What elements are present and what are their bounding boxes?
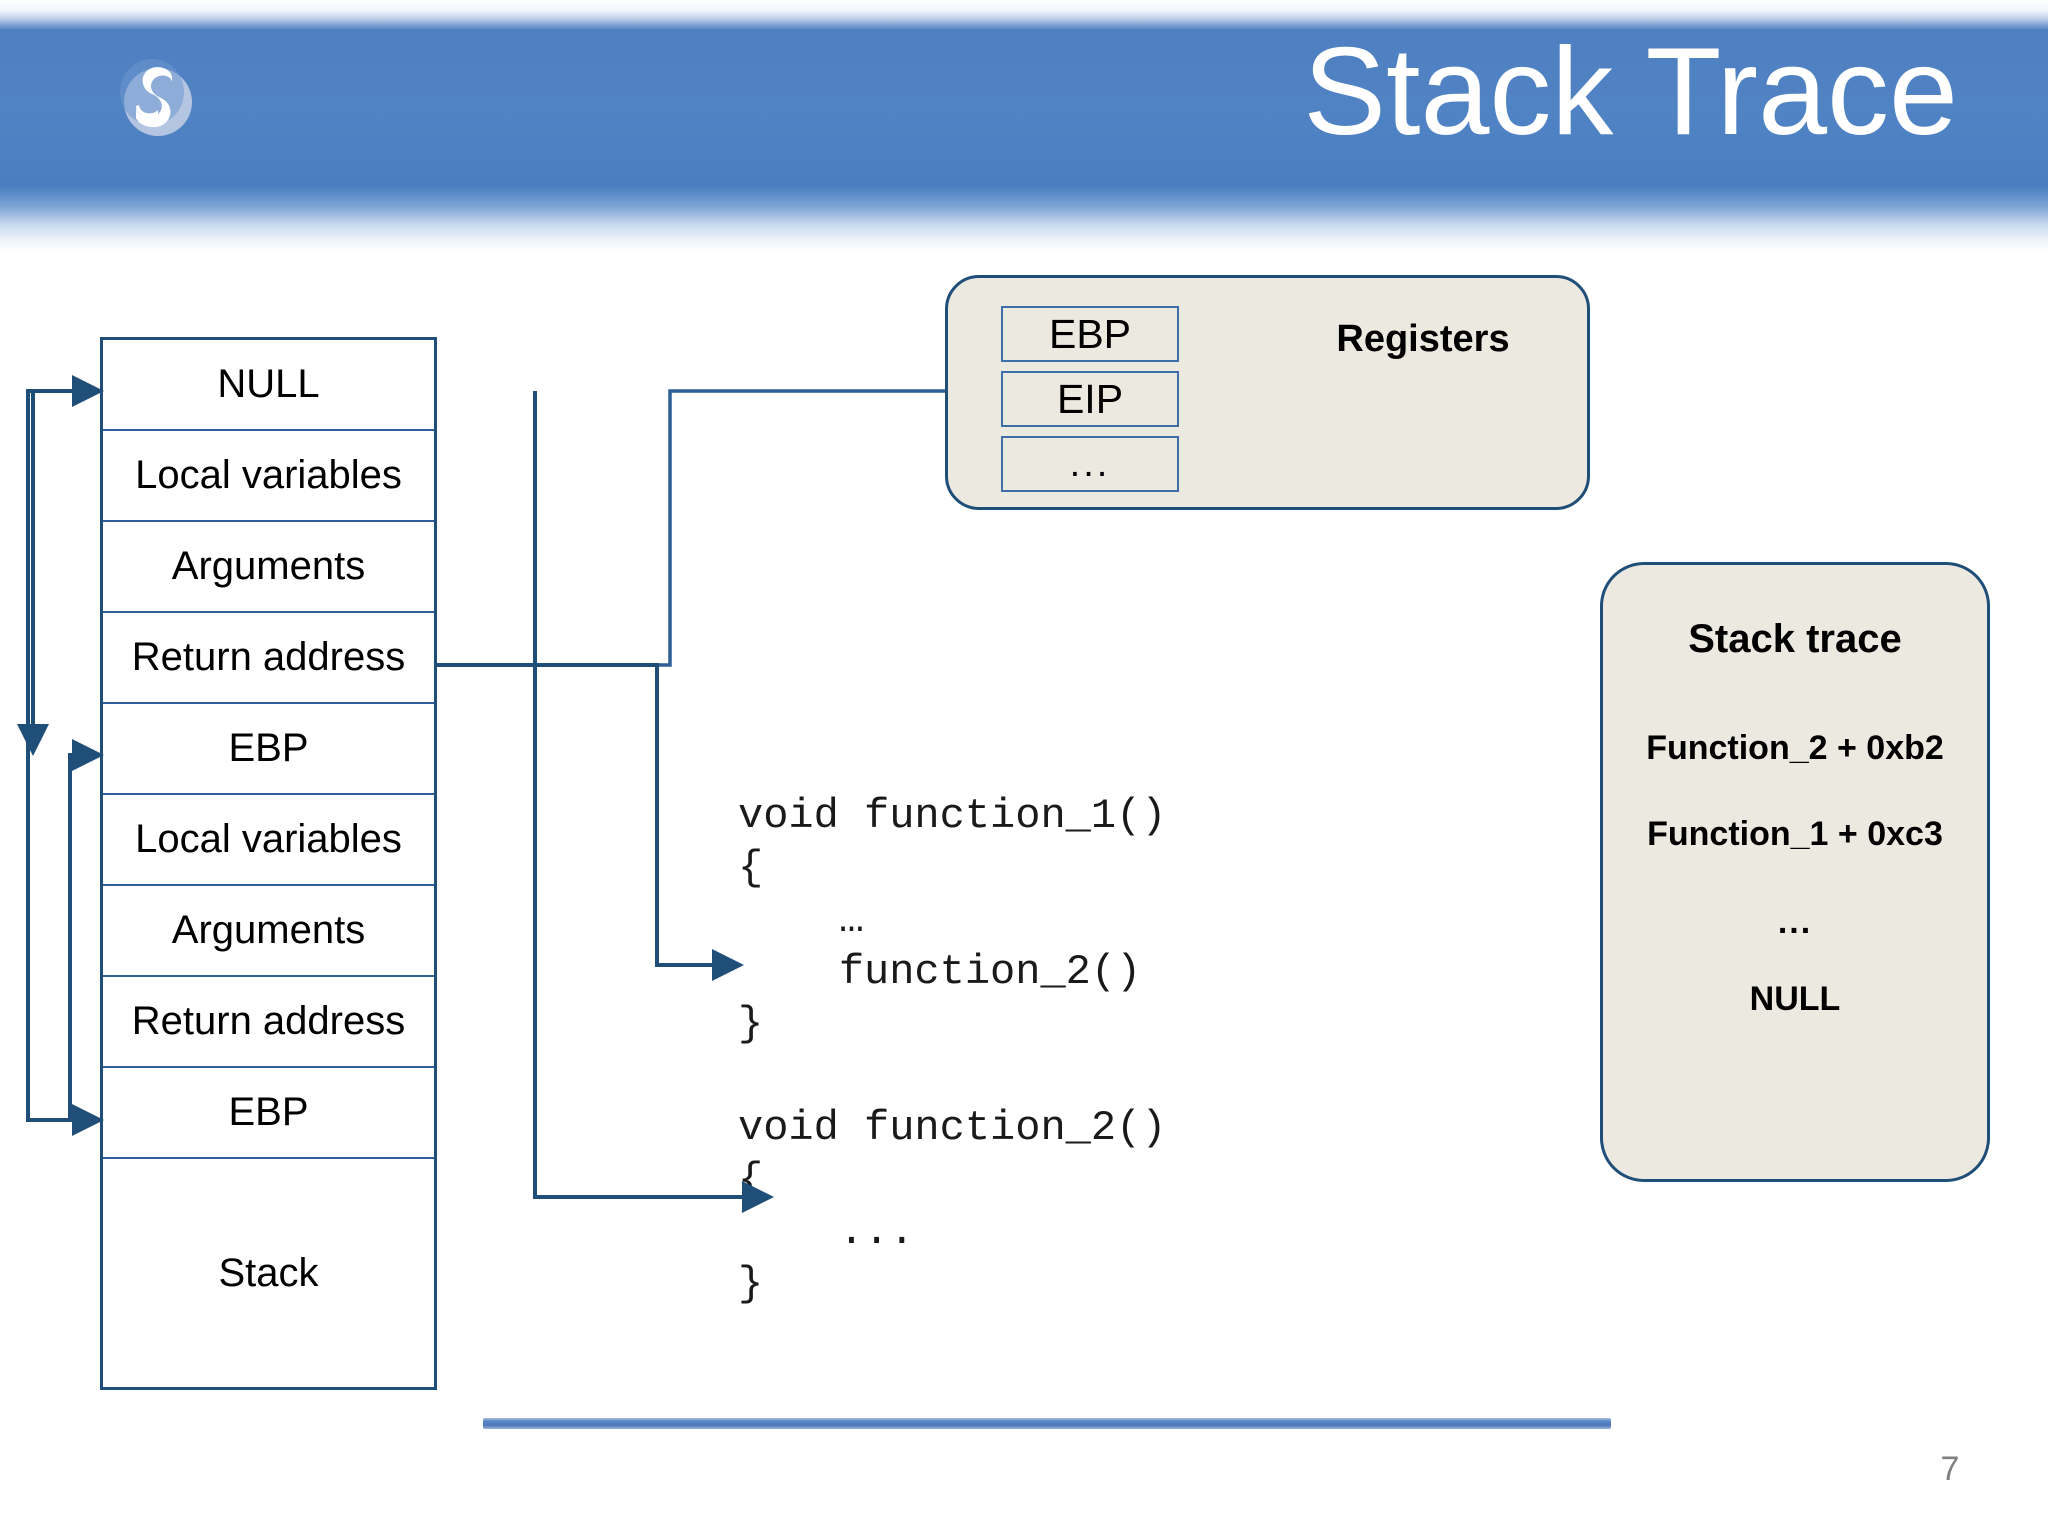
registers-title: Registers xyxy=(1336,318,1510,360)
stack-row: Local variables xyxy=(103,795,434,886)
slide-header-band xyxy=(0,0,2048,252)
stack-trace-title: Stack trace xyxy=(1688,617,1902,661)
spiral-s-logo-icon xyxy=(106,48,202,144)
code-sample: void function_1() { … function_2() } voi… xyxy=(738,792,1167,1308)
page-title: Stack Trace xyxy=(1303,23,1958,161)
stack-trace-entry: ... xyxy=(1777,903,1813,941)
stack-trace-panel: Stack trace Function_2 + 0xb2 Function_1… xyxy=(1600,562,1990,1182)
register-cell-ellipsis: ... xyxy=(1001,436,1179,492)
stack-trace-entry: NULL xyxy=(1749,980,1841,1018)
stack-trace-entry: Function_2 + 0xb2 xyxy=(1646,729,1944,767)
stack-row: Local variables xyxy=(103,431,434,522)
stack-row: Arguments xyxy=(103,886,434,977)
register-cell-eip: EIP xyxy=(1001,371,1179,427)
register-cell-ebp: EBP xyxy=(1001,306,1179,362)
stack-memory-table: NULL Local variables Arguments Return ad… xyxy=(100,337,437,1390)
stack-row: NULL xyxy=(103,340,434,431)
stack-row: Stack xyxy=(103,1159,434,1387)
stack-row: Return address xyxy=(103,977,434,1068)
stack-row: EBP xyxy=(103,1068,434,1159)
stack-row: Arguments xyxy=(103,522,434,613)
registers-panel: EBP EIP ... Registers xyxy=(945,275,1590,510)
stack-row: EBP xyxy=(103,704,434,795)
stack-trace-entry: Function_1 + 0xc3 xyxy=(1647,815,1943,853)
page-number: 7 xyxy=(1940,1450,1960,1488)
footer-divider xyxy=(483,1418,1611,1429)
stack-row: Return address xyxy=(103,613,434,704)
